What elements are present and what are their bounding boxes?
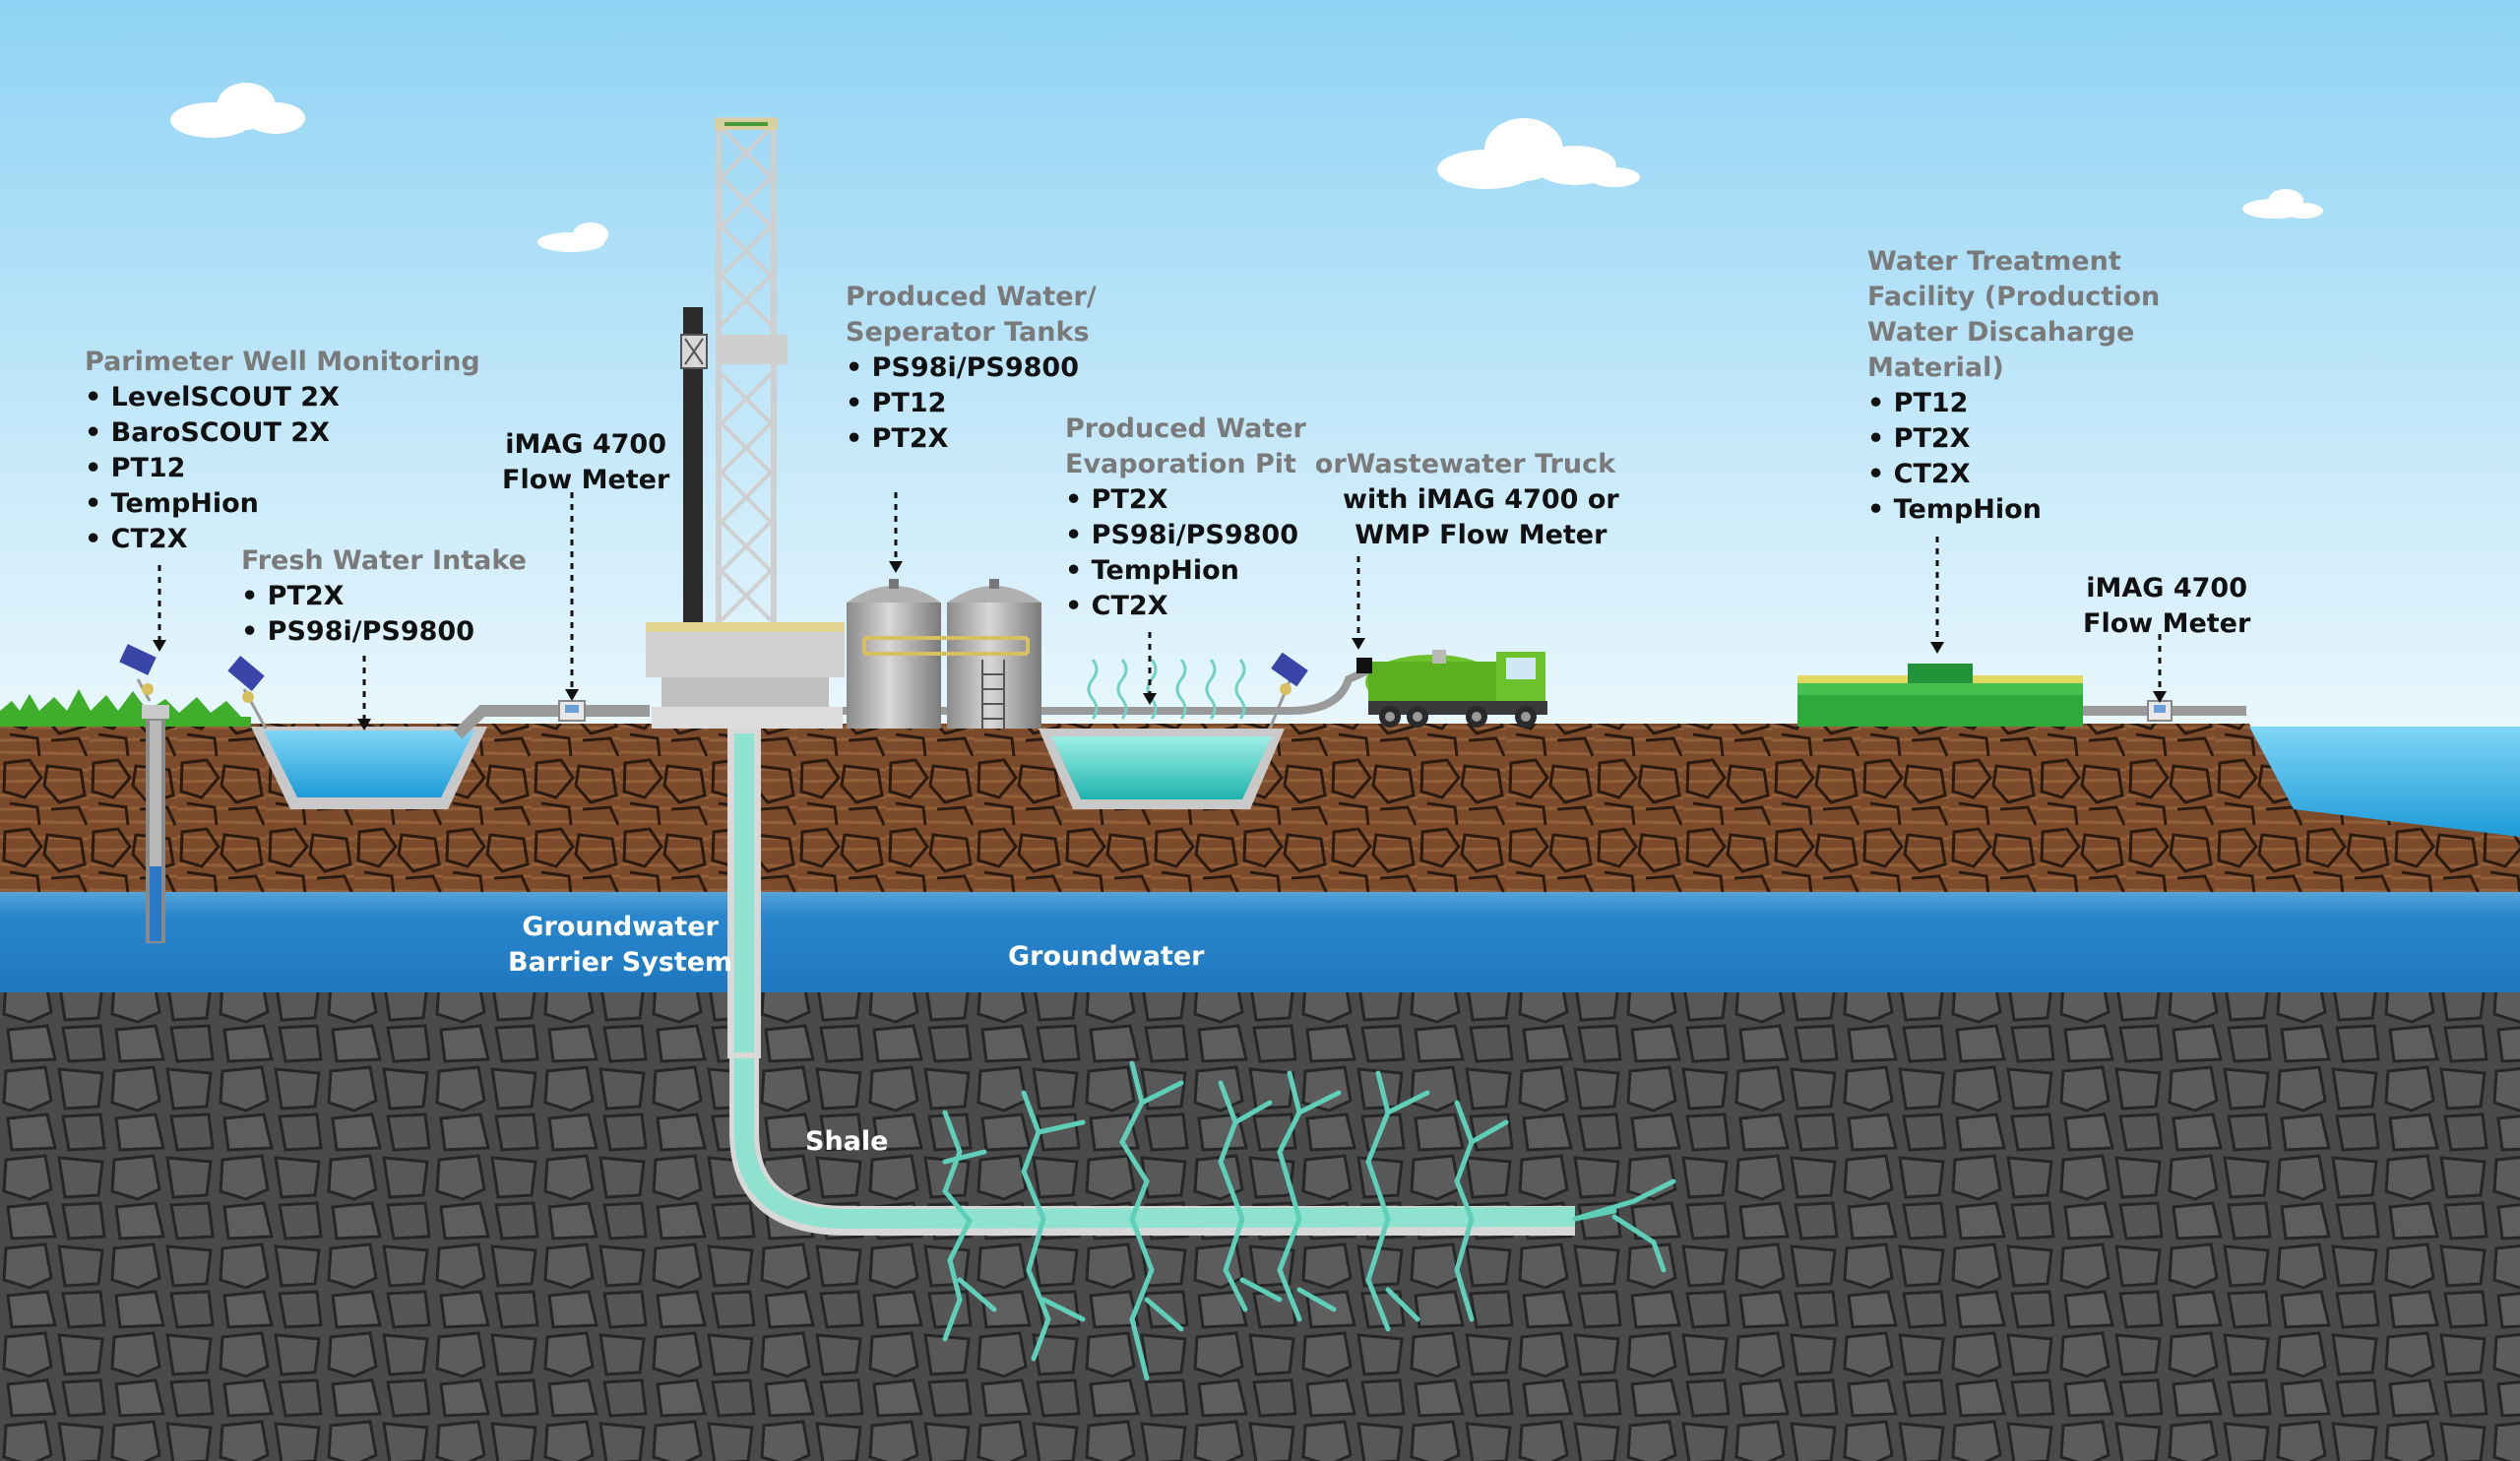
groundwater-layer [0,890,2520,992]
fresh-water-list: PT2X PS98i/PS9800 [241,579,527,650]
pointer-arrowheads [153,561,2167,730]
list-item: CT2X [1867,457,2160,492]
list-item: TempHion [1867,492,2160,528]
tanks-label: Produced Water/ Seperator Tanks PS98i/PS… [846,280,1097,457]
tanks-title-line1: Produced Water/ [846,282,1097,312]
flow-meter-right-line2: Flow Meter [2083,608,2251,639]
cloud-icon [1437,118,1640,189]
soil-layer [0,724,2520,892]
list-item: PT2X [1065,482,1347,518]
barrier-line2: Barrier System [508,947,733,978]
pit-label: Produced Water Evaporation Pit or PT2X P… [1065,412,1347,624]
pit-title-line2: Evaporation Pit or [1065,447,1347,482]
fractures [942,1060,1676,1381]
perimeter-well-label: Parimeter Well Monitoring LevelSCOUT 2X … [85,345,480,557]
tanks-title-line2: Seperator Tanks [846,317,1090,348]
list-item: TempHion [85,486,480,522]
list-item: PT2X [846,421,1097,457]
storage-tank-icon [947,579,1041,729]
perimeter-well-title: Parimeter Well Monitoring [85,347,480,377]
well-bore-fluid [734,730,1576,1230]
truck-title: Wastewater Truck [1346,449,1616,479]
fresh-water-label: Fresh Water Intake PT2X PS98i/PS9800 [241,543,527,650]
flow-meter-icon [558,700,586,722]
pit-title-line1: Produced Water [1065,413,1306,444]
pit-list: PT2X PS98i/PS9800 TempHion CT2X [1065,482,1347,624]
list-item: CT2X [1065,589,1347,624]
tank-walkway [862,636,1030,656]
cloud-icon [2242,189,2323,219]
list-item: PS98i/PS9800 [241,614,527,650]
treatment-label: Water Treatment Facility (Production Wat… [1867,244,2160,528]
list-item: PT12 [1867,386,2160,421]
fresh-water [264,730,474,797]
groundwater-label: Groundwater [1008,941,1205,972]
treatment-title-line3: Water Discaharge [1867,317,2135,348]
sensor-icon [1268,652,1308,730]
water-treatment-facility [1797,664,2083,727]
cloud-icon [170,83,305,138]
cloud-icon [537,222,608,252]
list-item: PT12 [846,386,1097,421]
treatment-title-line1: Water Treatment [1867,246,2121,277]
drilling-rig-icon [646,117,845,729]
truck-label: Wastewater Truck with iMAG 4700 or WMP F… [1343,447,1619,553]
groundwater-barrier [727,728,761,1058]
list-item: TempHion [1065,553,1347,589]
truck-line3: WMP Flow Meter [1354,520,1607,550]
treatment-list: PT12 PT2X CT2X TempHion [1867,386,2160,528]
treatment-title-line4: Material) [1867,352,2004,383]
barrier-line1: Groundwater [522,912,719,942]
shale-label: Shale [805,1126,889,1157]
pit-title-line2-text: Evaporation Pit [1065,449,1296,479]
sensor-icon [119,644,157,702]
treatment-title-line2: Facility (Production [1867,282,2161,312]
flow-meter-icon [2147,700,2173,722]
flow-meter-icon [1356,658,1372,673]
list-item: PT2X [241,579,527,614]
perimeter-well-list: LevelSCOUT 2X BaroSCOUT 2X PT12 TempHion… [85,380,480,557]
lake [2249,727,2520,837]
steam [1087,659,1246,720]
pointer-arrows [158,492,2162,719]
fresh-water-title: Fresh Water Intake [241,545,527,576]
or-text: or [1314,449,1347,479]
list-item: PS98i/PS9800 [846,350,1097,386]
intake-pipe [453,705,650,739]
flow-meter-left-label: iMAG 4700 Flow Meter [502,427,669,498]
truck-line2: with iMAG 4700 or [1343,484,1619,515]
flow-meter-left-line2: Flow Meter [502,465,670,495]
list-item: CT2X [85,522,480,557]
truck-icon [1365,650,1547,728]
grass [0,689,251,724]
barrier-label: Groundwater Barrier System [508,910,732,981]
flow-meter-right-label: iMAG 4700 Flow Meter [2083,571,2250,642]
flow-meter-left-line1: iMAG 4700 [505,429,667,460]
list-item: PT2X [1867,421,2160,457]
list-item: PT12 [85,451,480,486]
storage-tank-icon [847,579,941,729]
perimeter-well [142,705,169,943]
flow-meter-right-line1: iMAG 4700 [2086,573,2248,603]
truck-hose [1289,666,1372,715]
list-item: LevelSCOUT 2X [85,380,480,415]
tanks-list: PS98i/PS9800 PT12 PT2X [846,350,1097,457]
list-item: PS98i/PS9800 [1065,518,1347,553]
list-item: BaroSCOUT 2X [85,415,480,451]
sensor-icon [227,656,268,730]
pit-water [1051,736,1272,799]
